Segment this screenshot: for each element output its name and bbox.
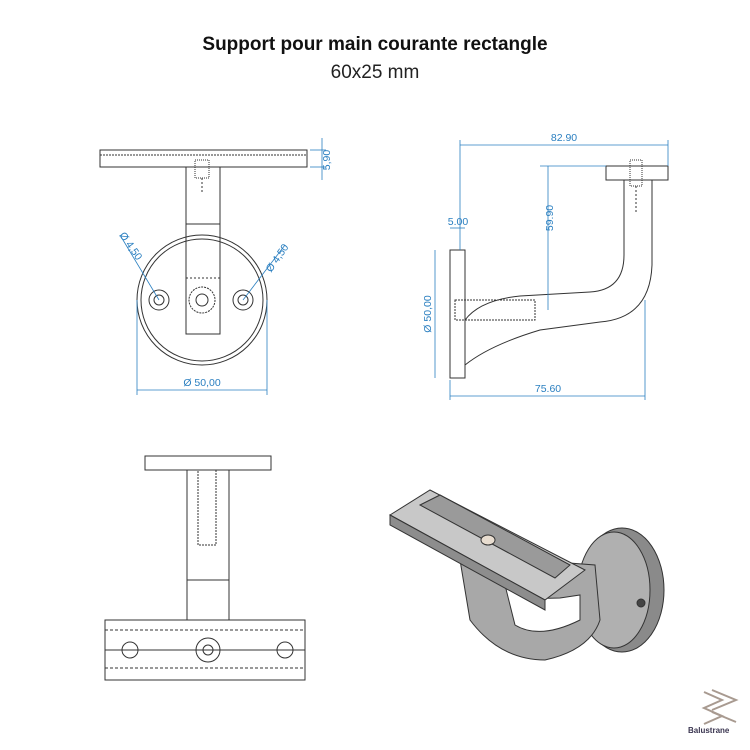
dim-plate-thickness: 5,90	[321, 150, 333, 171]
dim-height: 59.90	[544, 205, 556, 231]
drawing-subtitle: 60x25 mm	[330, 62, 420, 83]
dim-flange-diameter-side: Ø 50,00	[422, 295, 434, 333]
dim-flange-diameter-top: Ø 50,00	[183, 377, 221, 389]
iso-view	[389, 489, 665, 661]
dim-hole-right: Ø 4,50	[264, 242, 292, 275]
top-view	[99, 149, 308, 366]
dim-flange-thickness: 5.00	[448, 216, 469, 228]
logo-brand: Balustrane	[688, 726, 730, 735]
side-view	[449, 159, 669, 379]
dim-hole-left: Ø 4,50	[116, 230, 144, 263]
drawing-title: Support pour main courante rectangle	[202, 34, 548, 55]
front-view	[104, 455, 306, 681]
dim-depth: 75.60	[535, 383, 561, 395]
logo-icon	[701, 689, 739, 725]
dim-total-width: 82.90	[551, 132, 577, 144]
